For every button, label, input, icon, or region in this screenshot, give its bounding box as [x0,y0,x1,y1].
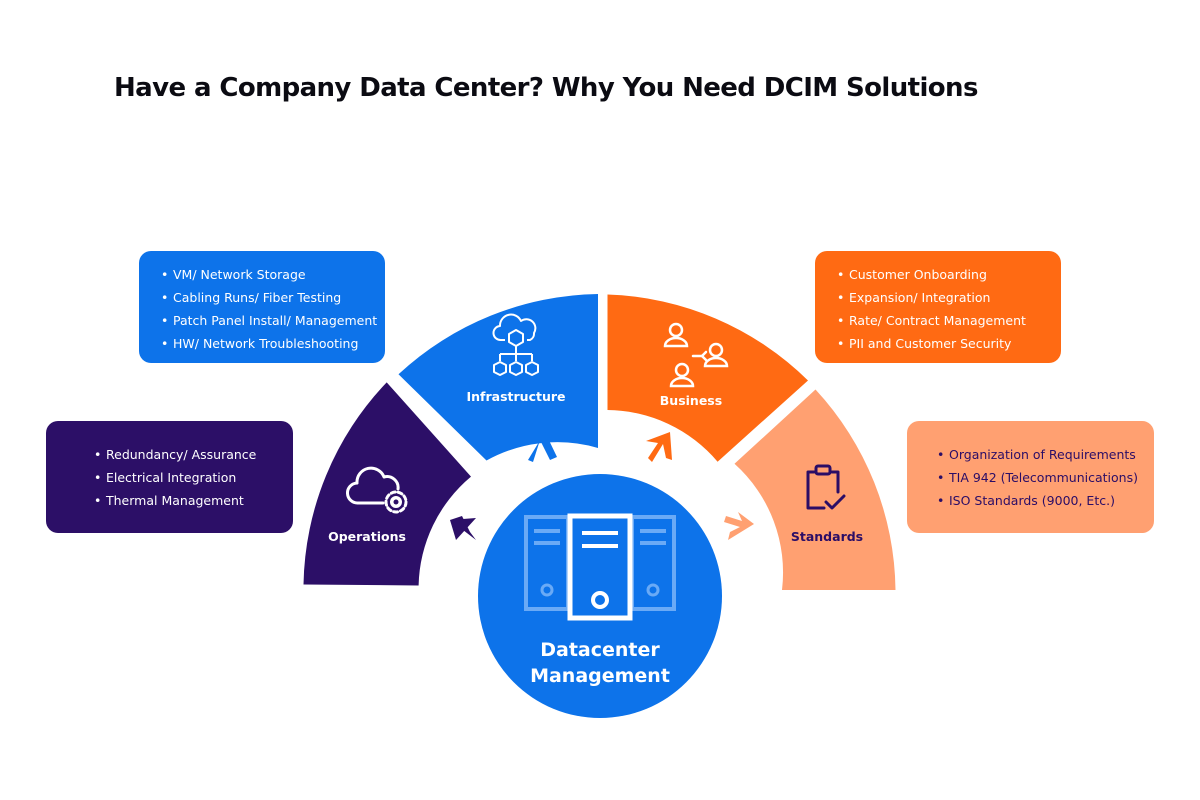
operations-info-box: Redundancy/ Assurance Electrical Integra… [46,421,293,533]
standards-list: Organization of Requirements TIA 942 (Te… [937,443,1140,512]
cloud-gear-icon [346,466,408,514]
operations-label: Operations [328,529,406,544]
page-title: Have a Company Data Center? Why You Need… [114,73,978,103]
business-segment [607,294,808,462]
standards-arrow-icon [724,512,754,540]
list-item: Redundancy/ Assurance [94,443,279,466]
list-item: Electrical Integration [94,466,279,489]
operations-arrow-icon-head [450,518,476,540]
list-item: Cabling Runs/ Fiber Testing [161,286,371,309]
list-item: ISO Standards (9000, Etc.) [937,489,1140,512]
list-item: Patch Panel Install/ Management [161,309,377,332]
standards-info-box: Organization of Requirements TIA 942 (Te… [907,421,1154,533]
list-item: PII and Customer Security [837,332,1047,355]
clipboard-check-icon [806,464,846,510]
list-item: TIA 942 (Telecommunications) [937,466,1140,489]
business-list: Customer Onboarding Expansion/ Integrati… [837,263,1047,355]
infrastructure-list: VM/ Network Storage Cabling Runs/ Fiber … [161,263,377,355]
cloud-network-icon [492,313,539,376]
center-label-line1: Datacenter [540,639,660,661]
business-arrow-icon [646,432,672,462]
infrastructure-segment [398,294,598,461]
list-item: Thermal Management [94,489,279,512]
business-label: Business [660,393,722,408]
infrastructure-info-box: VM/ Network Storage Cabling Runs/ Fiber … [139,251,385,363]
people-connection-icon [663,322,729,388]
standards-segment [734,389,896,590]
infrastructure-label: Infrastructure [467,389,566,404]
business-info-box: Customer Onboarding Expansion/ Integrati… [815,251,1061,363]
list-item: Rate/ Contract Management [837,309,1047,332]
standards-label: Standards [791,529,863,544]
operations-segment [303,382,471,586]
server-rack-icon [524,513,676,621]
infrastructure-arrow-icon [528,432,557,462]
operations-list: Redundancy/ Assurance Electrical Integra… [94,443,279,512]
list-item: Customer Onboarding [837,263,1047,286]
list-item: HW/ Network Troubleshooting [161,332,371,355]
list-item: Organization of Requirements [937,443,1140,466]
list-item: VM/ Network Storage [161,263,371,286]
list-item: Expansion/ Integration [837,286,1047,309]
center-label-line2: Management [530,665,670,687]
